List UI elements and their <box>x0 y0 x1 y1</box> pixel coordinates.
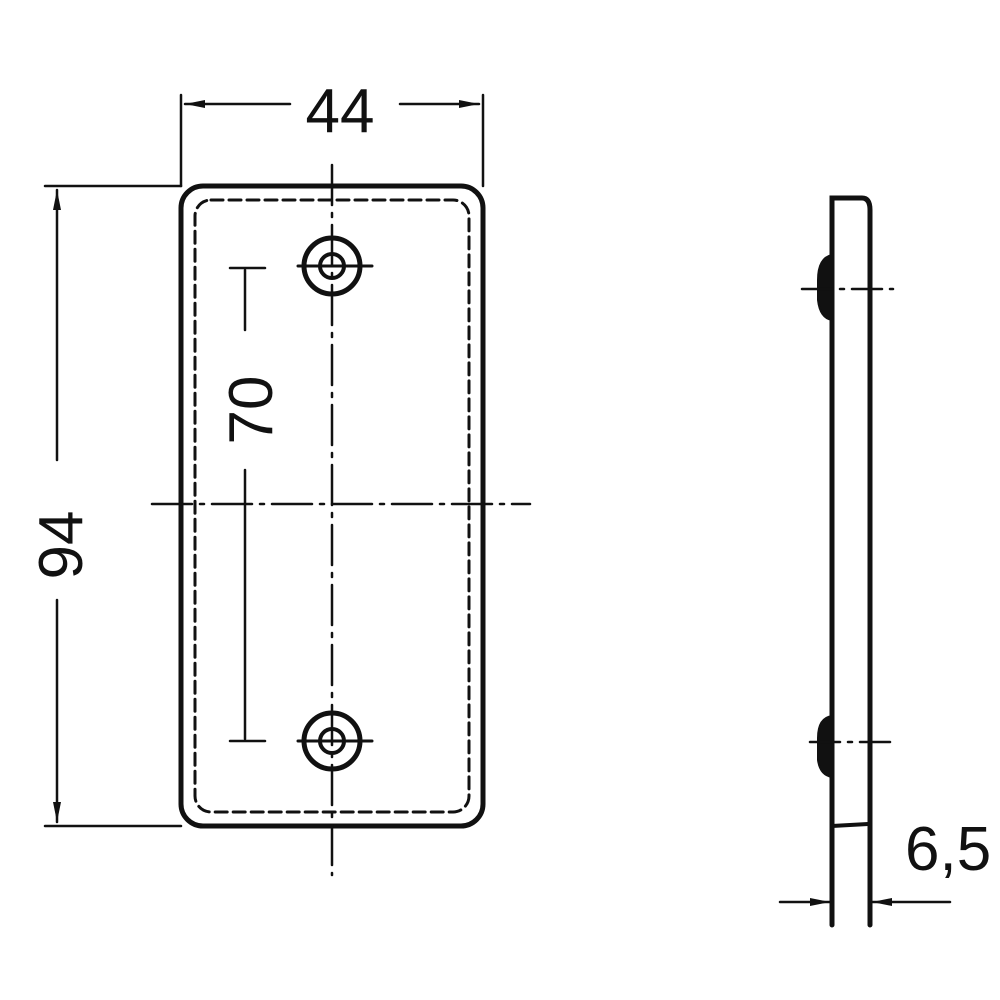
thickness-label: 6,5 <box>905 815 991 884</box>
side-profile <box>829 195 873 928</box>
mounting-hole-bottom <box>296 710 374 772</box>
hole-spacing-dimension: 70 <box>217 266 286 743</box>
hole-spacing-label: 70 <box>217 376 286 445</box>
height-dimension: 94 <box>27 184 183 828</box>
front-view <box>150 163 532 877</box>
bottom-fastener <box>817 714 833 779</box>
top-fastener <box>817 253 833 322</box>
side-view <box>800 195 895 928</box>
thickness-dimension: 6,5 <box>778 815 991 906</box>
height-label: 94 <box>27 511 96 580</box>
mounting-hole-top <box>296 235 374 297</box>
width-label: 44 <box>306 77 375 146</box>
width-dimension: 44 <box>179 77 485 188</box>
